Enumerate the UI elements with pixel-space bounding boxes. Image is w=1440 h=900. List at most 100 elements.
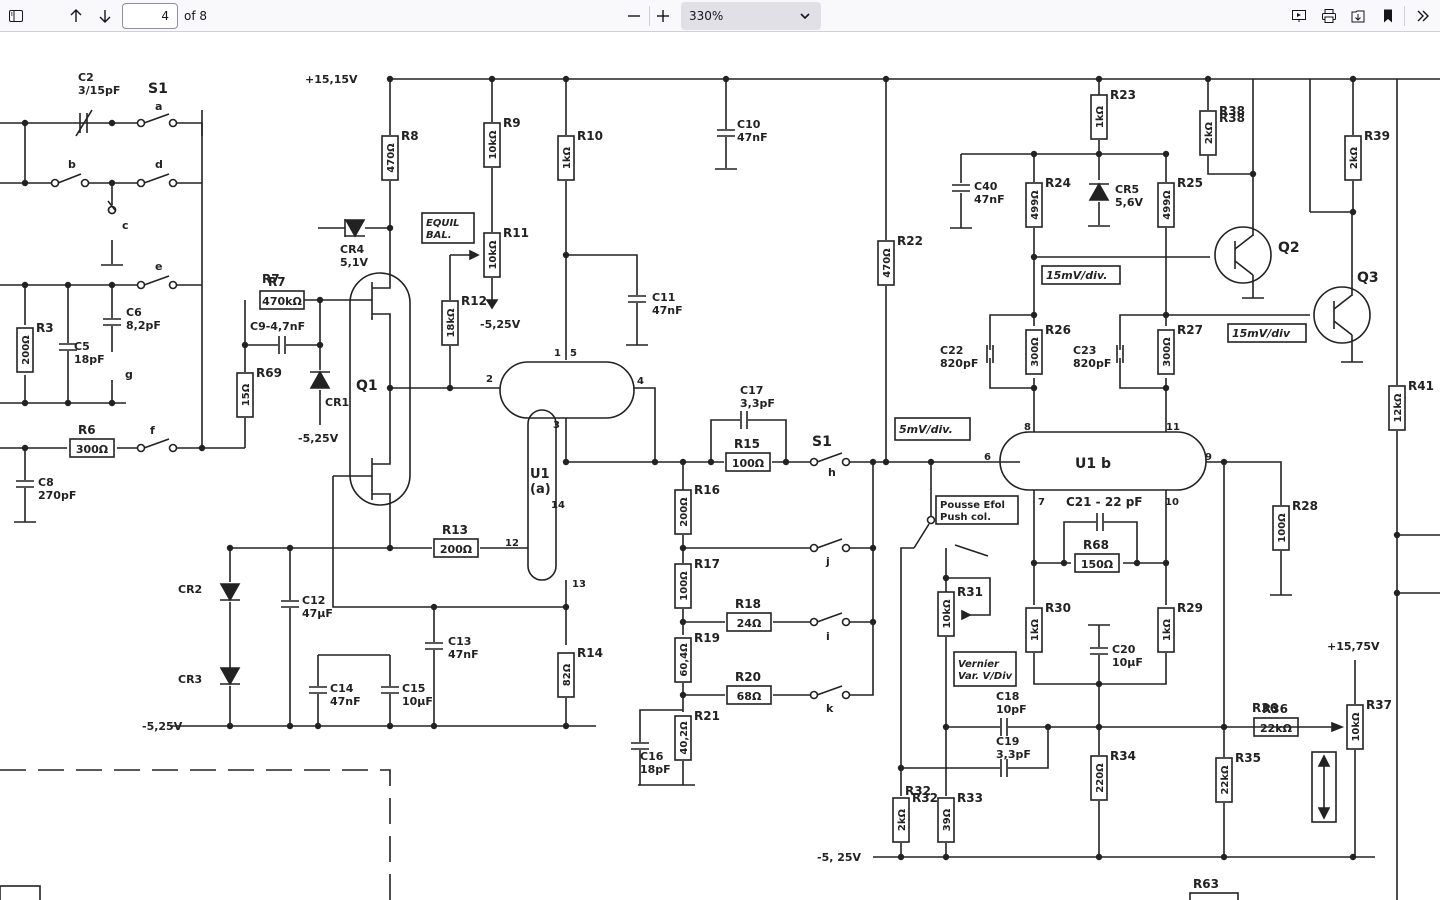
switch-blade xyxy=(816,452,843,463)
switch-label-s1: S1 xyxy=(148,81,168,97)
presentation-mode-button[interactable] xyxy=(1287,4,1311,28)
resistor-label-r39: R39 xyxy=(1364,129,1390,143)
zoom-out-button[interactable] xyxy=(622,4,646,28)
switch-contact-label: c xyxy=(122,219,129,232)
wire xyxy=(946,577,991,616)
previous-page-button[interactable] xyxy=(64,4,88,28)
resistor-r18 xyxy=(726,612,772,632)
junction-dot xyxy=(942,723,950,731)
resistor-value-r9: 10kΩ xyxy=(488,130,499,160)
junction-dot xyxy=(562,722,570,730)
switch-dash xyxy=(954,544,989,557)
transistor-u1a-lower xyxy=(527,409,557,581)
wire xyxy=(1104,521,1138,563)
save-button[interactable] xyxy=(1346,4,1370,28)
resistor-label-r22: R22 xyxy=(897,234,923,248)
cr2-label: CR2 xyxy=(178,583,202,596)
resistor-label-r24: R24 xyxy=(1045,176,1071,190)
resistor-value-r28: 100Ω xyxy=(1277,513,1288,543)
resistor-r21 xyxy=(674,715,692,761)
pin: 8 xyxy=(1024,422,1031,433)
zoom-in-button[interactable] xyxy=(651,4,675,28)
pin: 4 xyxy=(637,376,644,387)
bookmark-icon xyxy=(1384,9,1392,23)
minus-icon xyxy=(628,15,640,17)
resistor-value-r8: 470Ω xyxy=(386,143,397,173)
resistor-value-r69: 15Ω xyxy=(241,383,252,406)
switch-contact xyxy=(168,118,178,128)
connector-box xyxy=(0,885,41,900)
resistor-r17 xyxy=(674,563,692,609)
resistor-r30 xyxy=(1025,607,1043,653)
zoom-select[interactable]: 330% xyxy=(681,2,821,30)
bookmark-button[interactable] xyxy=(1376,4,1400,28)
neg-supply-label: -5,25V xyxy=(298,432,339,445)
tools-icon xyxy=(1417,10,1429,22)
switch-contact-label: e xyxy=(155,260,162,273)
switch-contact-label: g xyxy=(125,368,133,381)
sidebar-toggle-button[interactable] xyxy=(4,4,28,28)
switch-contact-label: d xyxy=(155,158,163,171)
switch-contact-label: a xyxy=(155,100,162,113)
wiper-arrow xyxy=(469,249,480,261)
resistor-value-r41: 12kΩ xyxy=(1393,393,1404,423)
pin: 6 xyxy=(984,452,991,463)
arrow-down xyxy=(1317,807,1331,820)
transistor-label-q1: Q1 xyxy=(356,378,378,394)
junction-dot xyxy=(430,603,438,611)
resistor-r7 xyxy=(259,290,305,310)
wire xyxy=(372,493,391,548)
resistor-value-r36: 22kΩ xyxy=(1260,722,1293,735)
pin: 10 xyxy=(1165,497,1179,508)
next-page-button[interactable] xyxy=(93,4,117,28)
resistor-label-r33: R33 xyxy=(957,791,983,805)
print-button[interactable] xyxy=(1317,4,1341,28)
diode-cr4 xyxy=(344,219,366,238)
resistor-value-r18: 24Ω xyxy=(737,617,762,630)
transistor-label-q2: Q2 xyxy=(1278,240,1300,256)
switch-contact xyxy=(841,543,851,553)
mv5-tag: 5mV/div. xyxy=(899,423,953,436)
resistor-r12 xyxy=(441,300,459,346)
wire xyxy=(900,547,914,796)
resistor-r34 xyxy=(1090,755,1108,801)
switch-contact xyxy=(809,690,819,700)
wire xyxy=(1119,358,1166,389)
pin: 1 xyxy=(554,348,561,359)
junction-dot xyxy=(1030,253,1038,261)
print-icon xyxy=(1322,9,1336,23)
resistor-value-r35: 22kΩ xyxy=(1220,765,1231,795)
switch-blade xyxy=(816,538,843,549)
switch-contact xyxy=(136,118,146,128)
resistor-label-r20: R20 xyxy=(735,670,761,684)
r11-neg-label: -5,25V xyxy=(480,318,521,331)
tools-button[interactable] xyxy=(1411,4,1435,28)
switch-contact xyxy=(926,515,936,525)
resistor-r28 xyxy=(1272,505,1290,551)
arrow-down-icon xyxy=(99,10,111,23)
resistor-value-r21: 40,2Ω xyxy=(679,721,690,755)
resistor-r6 xyxy=(69,438,115,458)
transistor-q2-emitter xyxy=(1234,260,1254,276)
page-number-input[interactable] xyxy=(122,3,178,29)
cr3-label: CR3 xyxy=(178,673,202,686)
resistor-label-r14: R14 xyxy=(577,646,603,660)
wire xyxy=(372,270,391,289)
wire xyxy=(566,254,638,295)
resistor-value-r19: 60,4Ω xyxy=(679,643,690,677)
resistor-r37 xyxy=(1346,704,1364,750)
junction-dot xyxy=(386,722,394,730)
switch-contact xyxy=(841,690,851,700)
plus-icon xyxy=(657,10,669,22)
resistor-value-r12: 18kΩ xyxy=(446,308,457,338)
switch-blade xyxy=(143,438,170,449)
